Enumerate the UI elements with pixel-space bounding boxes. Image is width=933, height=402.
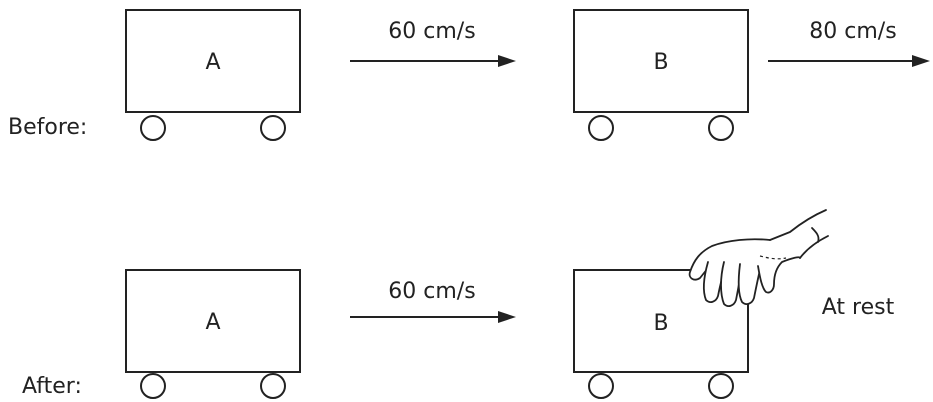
finger [757, 256, 801, 294]
cart-b-before: B [573, 9, 749, 141]
velocity-arrow-b-before: 80 cm/s [768, 19, 930, 67]
hand-back [688, 238, 771, 281]
forearm-outline [769, 209, 829, 259]
cart-label: A [205, 310, 220, 335]
hand-icon [688, 209, 829, 307]
velocity-label: 60 cm/s [388, 279, 475, 304]
wheel [140, 115, 166, 141]
after-label: After: [22, 374, 82, 399]
velocity-label: 80 cm/s [809, 19, 896, 44]
wheel [588, 115, 614, 141]
wheel [708, 115, 734, 141]
cart-label: A [205, 50, 220, 75]
before-label: Before: [8, 115, 87, 140]
arrow-head [912, 55, 930, 67]
cart-body [125, 9, 301, 113]
velocity-arrow-a-before: 60 cm/s [350, 19, 516, 67]
velocity-label: 60 cm/s [388, 19, 475, 44]
after-row: After: A 60 cm/s B [22, 209, 895, 399]
knuckle-line [759, 255, 787, 260]
state-label: At rest [822, 295, 895, 320]
wrist-crease [811, 227, 820, 243]
finger [737, 263, 761, 305]
wheel [260, 115, 286, 141]
cart-body [573, 9, 749, 113]
velocity-arrow-a-after: 60 cm/s [350, 279, 516, 323]
wheel [588, 373, 614, 399]
wheel [260, 373, 286, 399]
cart-body [125, 269, 301, 373]
before-row: Before: A 60 cm/s B 80 cm/s [8, 9, 930, 141]
wheel [708, 373, 734, 399]
cart-label: B [653, 50, 668, 75]
arrow-head [498, 311, 516, 323]
cart-a-before: A [125, 9, 301, 141]
wheel [140, 373, 166, 399]
arrow-head [498, 55, 516, 67]
cart-a-after: A [125, 269, 301, 399]
cart-label: B [653, 311, 668, 336]
